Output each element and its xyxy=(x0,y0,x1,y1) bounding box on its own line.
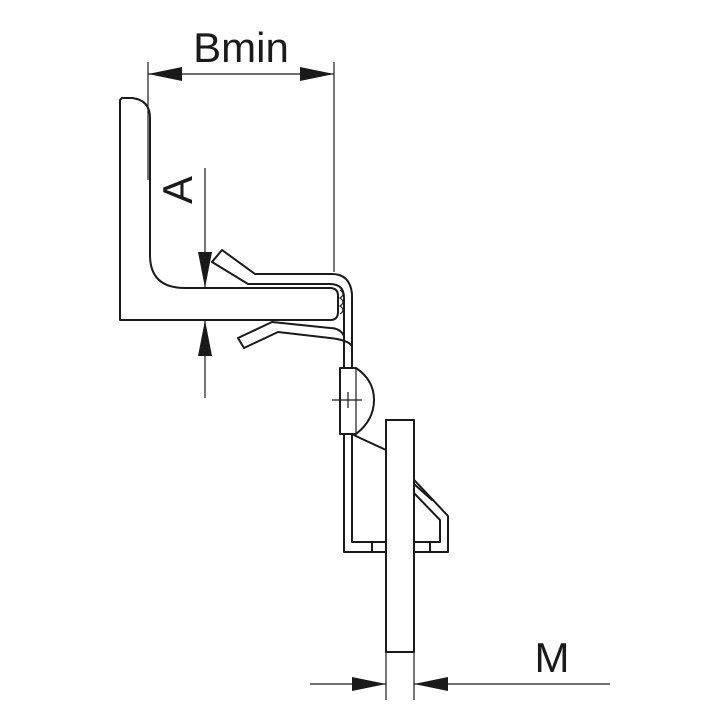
a-arrow-top xyxy=(198,252,212,288)
clip-lower-body xyxy=(343,433,449,553)
clip-lower-body-inner xyxy=(351,433,441,543)
bolt-nut xyxy=(339,367,375,435)
clip-wedge xyxy=(413,483,433,501)
plate-member xyxy=(385,419,415,653)
bmin-arrow-left xyxy=(148,67,182,81)
clip-upper-tongue xyxy=(211,249,353,341)
clip-upper-tongue-inner xyxy=(211,261,345,337)
m-label: M xyxy=(535,634,570,681)
a-label: A xyxy=(154,176,201,204)
bmin-label: Bmin xyxy=(193,24,289,71)
a-arrow-bottom xyxy=(198,320,212,356)
m-arrow-left xyxy=(352,677,386,691)
clip-serration xyxy=(338,289,344,315)
bmin-arrow-right xyxy=(300,67,334,81)
clip-lower-tongue-inner xyxy=(237,321,345,339)
clip-lower-tongue xyxy=(237,331,353,349)
angle-flange-profile xyxy=(119,97,339,321)
m-arrow-right xyxy=(414,677,448,691)
